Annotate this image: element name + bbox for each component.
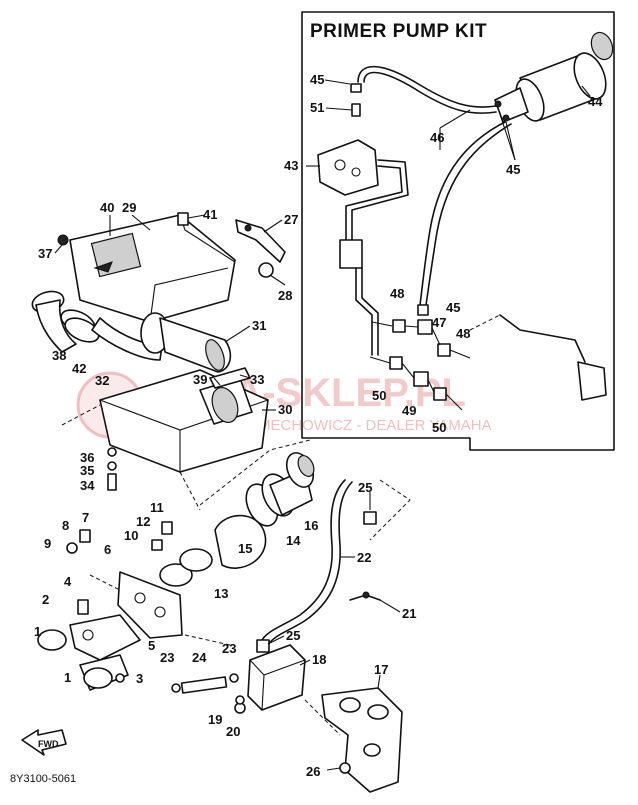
vent-hose (256, 479, 381, 653)
callout-49: 49 (402, 403, 416, 418)
callout-40: 40 (100, 200, 114, 215)
intake-joints (214, 452, 315, 569)
callout-2: 2 (42, 592, 49, 607)
fwd-arrow-shape (21, 729, 67, 756)
callout-28: 28 (278, 288, 292, 303)
rod-parts (171, 673, 239, 694)
callout-51: 51 (310, 100, 324, 115)
callout-26: 26 (306, 764, 320, 779)
canister (234, 644, 306, 714)
callout-6: 6 (104, 542, 111, 557)
callout-37: 37 (38, 246, 52, 261)
callout-50-right: 50 (432, 420, 446, 435)
callout-47: 47 (432, 315, 446, 330)
callout-31: 31 (252, 318, 266, 333)
callout-39: 39 (193, 372, 207, 387)
callouts: 45 51 43 46 45 44 48 45 47 48 50 49 50 4… (34, 72, 603, 779)
callout-46: 46 (430, 130, 444, 145)
callout-38: 38 (52, 348, 66, 363)
callout-36: 36 (80, 450, 94, 465)
primer-hose (357, 65, 512, 306)
callout-16: 16 (304, 518, 318, 533)
primer-bracket (317, 139, 409, 269)
callout-1-lower: 1 (64, 670, 71, 685)
callout-22: 22 (357, 550, 371, 565)
case-fasteners (57, 212, 286, 278)
primer-pump (494, 31, 614, 123)
callout-18: 18 (312, 652, 326, 667)
assembly-lines (89, 439, 411, 736)
callout-29: 29 (122, 200, 136, 215)
callout-12: 12 (136, 514, 150, 529)
fwd-arrow: FWD (21, 729, 67, 756)
kit-border (301, 11, 615, 451)
callout-30: 30 (278, 402, 292, 417)
callout-15: 15 (238, 541, 252, 556)
callout-1-upper: 1 (34, 624, 41, 639)
primer-pump-kit-frame: PRIMER PUMP KIT (301, 11, 615, 451)
callout-13: 13 (214, 586, 228, 601)
callout-35: 35 (80, 463, 94, 478)
diagram-code: 8Y3100-5061 (10, 773, 76, 785)
callout-48-lower: 48 (456, 326, 470, 341)
air-cleaner-case (69, 214, 236, 323)
callout-9: 9 (44, 536, 51, 551)
callout-24: 24 (192, 650, 207, 665)
carb-joint (151, 521, 213, 587)
callout-25-lower: 25 (286, 628, 300, 643)
callout-19: 19 (208, 712, 222, 727)
fwd-arrow-label: FWD (38, 739, 59, 749)
callout-10: 10 (124, 528, 138, 543)
callout-34: 34 (80, 478, 95, 493)
callout-27: 27 (284, 212, 298, 227)
callout-41: 41 (203, 207, 217, 222)
callout-45-right: 45 (506, 162, 520, 177)
kit-title: PRIMER PUMP KIT (310, 21, 487, 42)
callout-11: 11 (150, 500, 164, 515)
lower-bracket-assembly (37, 529, 183, 691)
callout-43: 43 (284, 158, 298, 173)
leader-lines (54, 79, 591, 771)
callout-7: 7 (82, 510, 89, 525)
callout-33: 33 (250, 372, 264, 387)
callout-32: 32 (95, 373, 109, 388)
callout-42: 42 (72, 361, 86, 376)
callout-25-upper: 25 (358, 480, 372, 495)
callout-23-right: 23 (222, 641, 236, 656)
callout-5: 5 (148, 638, 155, 653)
callout-23-left: 23 (160, 650, 174, 665)
callout-20: 20 (226, 724, 240, 739)
watermark-sub-text: MECHOWICZ - DEALER YAMAHA (258, 417, 492, 434)
callout-48-upper: 48 (390, 286, 404, 301)
callout-45-lower: 45 (446, 300, 460, 315)
mount-bracket (321, 687, 403, 793)
callout-17: 17 (374, 662, 388, 677)
callout-14: 14 (286, 533, 301, 548)
callout-8: 8 (62, 518, 69, 533)
callout-3: 3 (136, 671, 143, 686)
lower-air-case (61, 367, 269, 511)
callout-50-left: 50 (372, 388, 386, 403)
callout-21: 21 (402, 606, 416, 621)
callout-4: 4 (64, 574, 72, 589)
callout-45-top: 45 (310, 72, 324, 87)
callout-44: 44 (588, 94, 603, 109)
primer-fittings (355, 267, 607, 411)
intake-ducts (31, 290, 232, 373)
